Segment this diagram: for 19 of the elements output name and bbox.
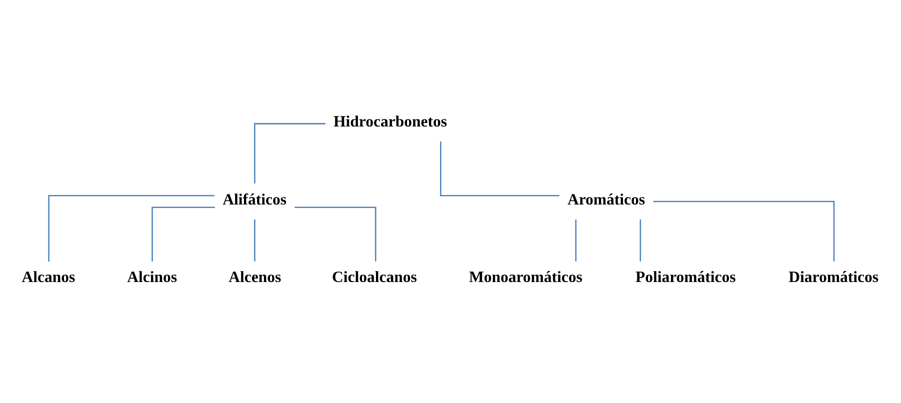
connector <box>254 123 326 184</box>
node-text: Alifáticos <box>222 191 287 208</box>
node-text: Alcinos <box>127 269 178 286</box>
connector <box>254 220 256 262</box>
node-text: Diaromáticos <box>788 269 878 286</box>
connector <box>294 206 376 262</box>
connector <box>640 220 642 262</box>
connector <box>440 141 560 196</box>
node-text: Monoaromáticos <box>468 269 582 286</box>
connector <box>653 200 835 262</box>
node-text: Alcanos <box>22 269 76 286</box>
node-text: Hidrocarbonetos <box>334 113 447 130</box>
node-text: Aromáticos <box>567 191 646 208</box>
connector <box>575 220 576 262</box>
node-text: Poliaromáticos <box>635 269 736 286</box>
node-text: Alcenos <box>228 269 282 286</box>
connector <box>48 194 215 262</box>
node-text: Cicloalcanos <box>332 269 417 286</box>
connector <box>152 206 215 262</box>
